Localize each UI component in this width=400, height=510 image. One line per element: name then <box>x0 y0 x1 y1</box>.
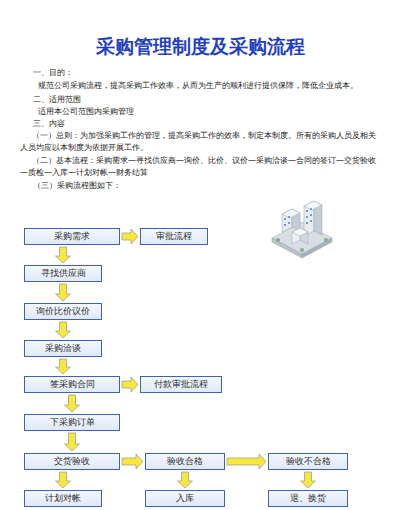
page-title: 采购管理制度及采购流程 <box>0 34 400 60</box>
process-box: 退、换货 <box>268 490 348 507</box>
box-label: 寻找供应商 <box>37 268 90 279</box>
block-arrow <box>301 472 316 488</box>
box-label: 签采购合同 <box>46 379 99 390</box>
box-label: 采购洽谈 <box>41 343 85 354</box>
box-label: 下采购订单 <box>46 417 99 428</box>
process-box: 入库 <box>145 490 225 507</box>
process-box: 付款审批流程 <box>140 376 222 393</box>
process-box: 验收不合格 <box>268 453 348 470</box>
body-text: 一、目的： <box>33 67 383 79</box>
process-box: 审批流程 <box>140 228 208 245</box>
block-arrow <box>122 377 138 392</box>
body-text: 三、内容 <box>33 118 383 130</box>
block-arrow <box>56 472 71 488</box>
process-box: 签采购合同 <box>24 376 120 393</box>
process-box: 交货验收 <box>24 453 120 470</box>
body-text: 适用本公司范围内采购管理 <box>38 106 388 118</box>
block-arrow <box>227 454 266 469</box>
block-arrow <box>56 284 71 301</box>
box-label: 验收合格 <box>163 456 207 467</box>
process-box: 询价比价议价 <box>24 303 102 320</box>
process-box: 计划对帐 <box>24 490 102 507</box>
process-box: 下采购订单 <box>24 414 120 431</box>
box-label: 交货验收 <box>50 456 94 467</box>
block-arrow <box>56 359 71 374</box>
process-box: 采购洽谈 <box>24 340 102 357</box>
process-box: 采购需求 <box>24 228 120 245</box>
box-label: 审批流程 <box>152 231 196 242</box>
body-text: 规范公司采购流程，提高采购工作效率，从而为生产的顺利进行提供保障，降低企业成本。 <box>38 80 388 92</box>
body-text: 二、适用范围 <box>33 94 383 106</box>
block-arrow <box>122 454 143 469</box>
box-label: 验收不合格 <box>282 456 335 467</box>
process-box: 寻找供应商 <box>24 265 102 282</box>
body-text: （一）总则：为加强采购工作的管理，提高采购工作的效率，制定本制度。所有的采购人员… <box>20 130 382 154</box>
box-label: 退、换货 <box>286 493 330 504</box>
block-arrow <box>56 322 71 338</box>
block-arrow <box>122 229 138 244</box>
box-label: 采购需求 <box>50 231 94 242</box>
block-arrow <box>65 433 80 451</box>
box-label: 入库 <box>172 493 198 504</box>
block-arrow <box>56 247 71 263</box>
block-arrow <box>178 472 193 488</box>
body-text: （二）基本流程：采购需求—寻找供应商—询价、比价、议价—采购洽谈—合同的签订—交… <box>20 155 382 179</box>
box-label: 计划对帐 <box>41 493 85 504</box>
box-label: 付款审批流程 <box>150 379 212 390</box>
block-arrow <box>65 395 80 412</box>
body-text: （三）采购流程图如下： <box>33 180 383 192</box>
office-building-icon <box>272 201 332 258</box>
process-box: 验收合格 <box>145 453 225 470</box>
box-label: 询价比价议价 <box>32 306 94 317</box>
